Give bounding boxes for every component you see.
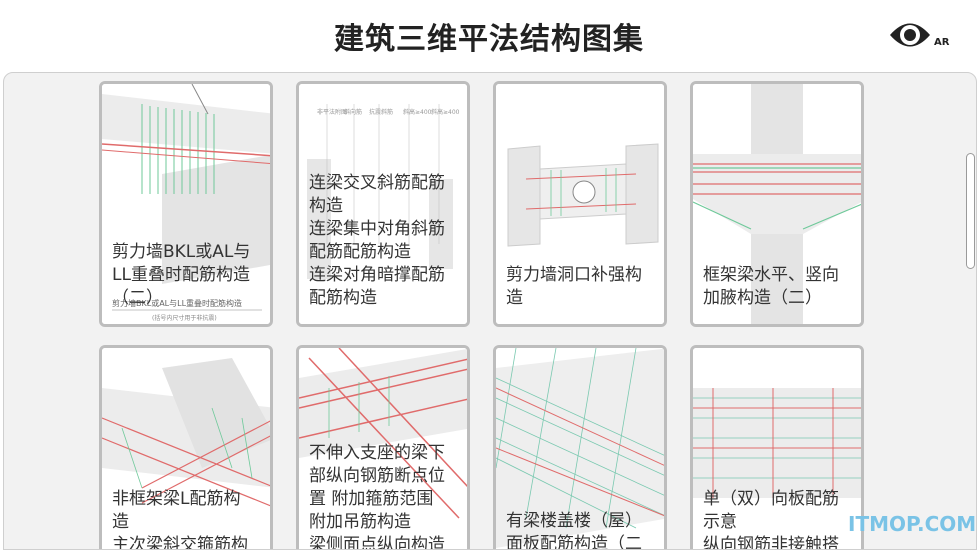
- drawing-card-2[interactable]: 非平法附图 斜向筋 抗震斜筋 斜高≥400 斜高≥400 连梁交叉斜筋配筋 构造…: [296, 81, 470, 327]
- drawing-grid[interactable]: 剪力墙BKL或AL与LL重叠时配筋构造 (括号内尺寸用于非抗震) 剪力墙BKL或…: [3, 72, 977, 550]
- drawing-card-8[interactable]: 单（双）向板配筋 示意 纵向钢筋非接触搭: [690, 345, 864, 550]
- drawing-card-3[interactable]: 剪力墙洞口补强构 造: [493, 81, 667, 327]
- card-8-label: 单（双）向板配筋 示意 纵向钢筋非接触搭: [703, 489, 839, 550]
- card-8-illustration: [693, 348, 861, 549]
- drawing-card-1[interactable]: 剪力墙BKL或AL与LL重叠时配筋构造 (括号内尺寸用于非抗震) 剪力墙BKL或…: [99, 81, 273, 327]
- drawing-card-5[interactable]: 非框架梁L配筋构 造 主次梁斜交箍筋构: [99, 345, 273, 550]
- card-4-label: 框架梁水平、竖向 加腋构造（二）: [703, 265, 839, 308]
- card-2-col-3: 抗震斜筋: [369, 108, 393, 116]
- ar-view-button[interactable]: AR: [888, 18, 958, 58]
- card-1-subcaption: (括号内尺寸用于非抗震): [152, 314, 217, 322]
- drawing-card-7[interactable]: 有梁楼盖楼（屋） 面板配筋构造（二: [493, 345, 667, 550]
- drawing-card-6[interactable]: 不伸入支座的梁下 部纵向钢筋断点位 置 附加箍筋范围 附加吊筋构造 梁侧面点纵向…: [296, 345, 470, 550]
- card-4-illustration: [693, 84, 861, 324]
- drawing-card-4[interactable]: 框架梁水平、竖向 加腋构造（二）: [690, 81, 864, 327]
- card-1-caption: 剪力墙BKL或AL与LL重叠时配筋构造: [112, 298, 242, 308]
- eye-icon: [890, 23, 930, 47]
- ar-label: AR: [934, 37, 950, 48]
- card-2-col-4: 斜高≥400: [403, 108, 432, 116]
- card-2-col-1: 非平法附图: [317, 108, 347, 116]
- app-header: 建筑三维平法结构图集 AR: [0, 0, 978, 72]
- page-title: 建筑三维平法结构图集: [334, 22, 644, 57]
- card-7-illustration: [496, 348, 664, 549]
- card-1-illustration: 剪力墙BKL或AL与LL重叠时配筋构造 (括号内尺寸用于非抗震): [102, 84, 270, 324]
- watermark-text: ITMOP.COM: [848, 512, 977, 536]
- card-6-illustration: [299, 348, 467, 549]
- card-2-illustration: 非平法附图 斜向筋 抗震斜筋 斜高≥400 斜高≥400: [299, 84, 467, 324]
- card-5-illustration: [102, 348, 270, 549]
- card-7-label: 有梁楼盖楼（屋） 面板配筋构造（二: [506, 511, 642, 550]
- card-1-label: 剪力墙BKL或AL与 LL重叠时配筋构造 （二）: [112, 242, 251, 308]
- card-3-illustration: [496, 84, 664, 324]
- scrollbar-thumb[interactable]: [966, 153, 975, 269]
- card-2-col-5: 斜高≥400: [431, 108, 460, 116]
- card-2-col-2: 斜向筋: [344, 108, 362, 116]
- card-5-label: 非框架梁L配筋构 造 主次梁斜交箍筋构: [112, 489, 248, 550]
- card-2-label: 连梁交叉斜筋配筋 构造 连梁集中对角斜筋 配筋配筋构造 连梁对角暗撑配筋 配筋构…: [309, 173, 445, 308]
- card-3-label: 剪力墙洞口补强构 造: [506, 265, 642, 308]
- card-6-label: 不伸入支座的梁下 部纵向钢筋断点位 置 附加箍筋范围 附加吊筋构造 梁侧面点纵向…: [309, 443, 445, 550]
